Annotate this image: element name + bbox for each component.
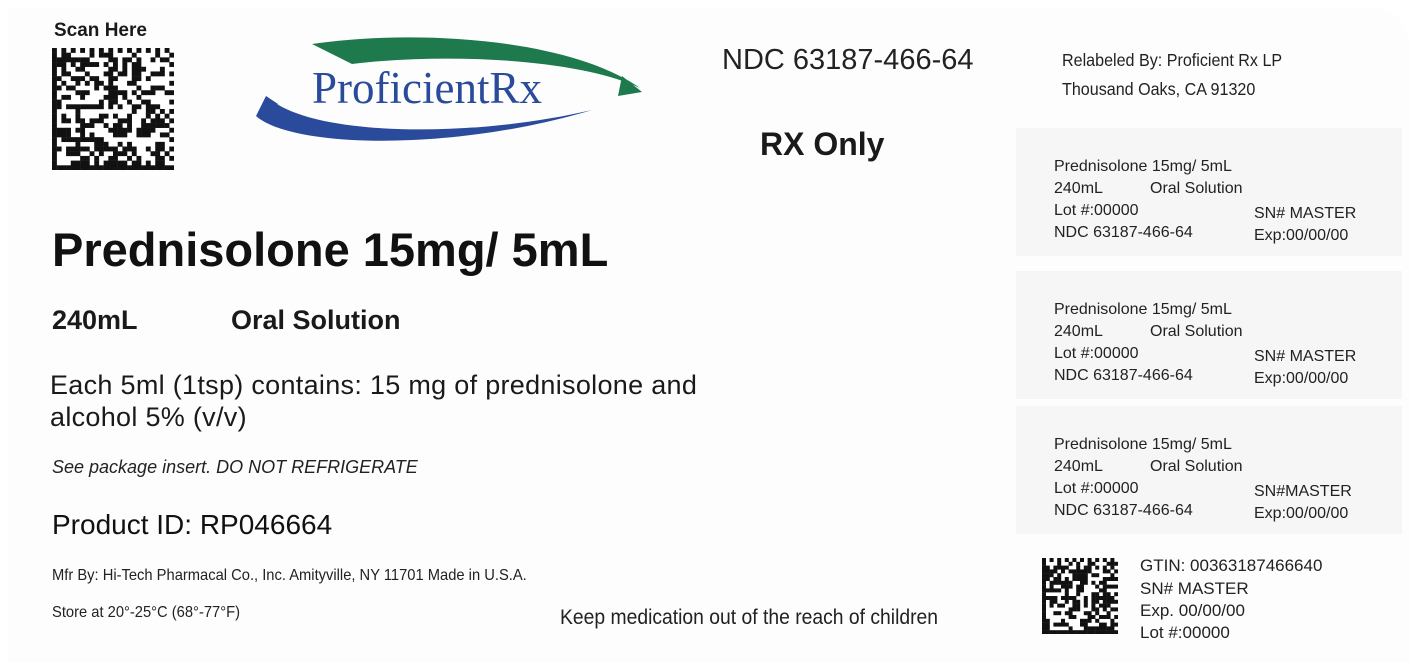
stub-2-name: Prednisolone 15mg/ 5mL [1054, 301, 1232, 318]
stub-1-volume: 240mL [1054, 180, 1103, 197]
relabeler-line-1: Relabeled By: Proficient Rx LP [1062, 50, 1283, 70]
stub-3-sn: SN#MASTER [1254, 483, 1352, 500]
scan-here-label: Scan Here [54, 20, 147, 41]
stub-2-form: Oral Solution [1150, 323, 1243, 340]
proficientrx-logo: ProficientRx [252, 30, 644, 148]
logo-text: ProficientRx [312, 63, 542, 113]
children-warning: Keep medication out of the reach of chil… [560, 606, 939, 629]
stub-2-volume: 240mL [1054, 323, 1103, 340]
stub-1: Prednisolone 15mg/ 5mL 240mL Oral Soluti… [1016, 128, 1402, 256]
product-form: Oral Solution [231, 305, 401, 335]
stub-1-form: Oral Solution [1150, 180, 1243, 197]
stub-3-form: Oral Solution [1150, 458, 1243, 475]
gtin: GTIN: 00363187466640 [1140, 556, 1323, 575]
contents-line-2: alcohol 5% (v/v) [50, 402, 247, 432]
insert-note: See package insert. DO NOT REFRIGERATE [52, 457, 418, 477]
ndc-number: NDC 63187-466-64 [722, 44, 974, 76]
stub-1-exp: Exp:00/00/00 [1254, 227, 1349, 244]
stub-2-ndc: NDC 63187-466-64 [1054, 367, 1193, 384]
serial-exp: Exp. 00/00/00 [1140, 601, 1245, 620]
stub-2: Prednisolone 15mg/ 5mL 240mL Oral Soluti… [1016, 271, 1402, 399]
rx-only: RX Only [760, 126, 885, 162]
product-volume: 240mL [52, 305, 138, 335]
manufacturer-info: Mfr By: Hi-Tech Pharmacal Co., Inc. Amit… [52, 567, 527, 584]
stub-2-lot: Lot #:00000 [1054, 345, 1139, 362]
contents-line-1: Each 5ml (1tsp) contains: 15 mg of predn… [50, 370, 698, 400]
product-id: Product ID: RP046664 [52, 509, 333, 540]
relabeler-line-2: Thousand Oaks, CA 91320 [1062, 79, 1256, 99]
stub-3-volume: 240mL [1054, 458, 1103, 475]
serial-number: SN# MASTER [1140, 579, 1249, 598]
stub-3-name: Prednisolone 15mg/ 5mL [1054, 436, 1232, 453]
stub-3: Prednisolone 15mg/ 5mL 240mL Oral Soluti… [1016, 406, 1402, 534]
datamatrix-code-icon [1042, 558, 1118, 634]
stub-1-sn: SN# MASTER [1254, 205, 1357, 222]
datamatrix-code-icon [52, 48, 174, 170]
stub-1-ndc: NDC 63187-466-64 [1054, 224, 1193, 241]
storage-info: Store at 20°-25°C (68°-77°F) [52, 604, 240, 621]
stub-3-ndc: NDC 63187-466-64 [1054, 502, 1193, 519]
product-name: Prednisolone 15mg/ 5mL [52, 223, 609, 276]
stub-2-exp: Exp:00/00/00 [1254, 370, 1349, 387]
stub-1-name: Prednisolone 15mg/ 5mL [1054, 158, 1232, 175]
serial-lot: Lot #:00000 [1140, 623, 1230, 642]
stub-2-sn: SN# MASTER [1254, 348, 1357, 365]
stub-3-lot: Lot #:00000 [1054, 480, 1139, 497]
stub-3-exp: Exp:00/00/00 [1254, 505, 1349, 522]
stub-1-lot: Lot #:00000 [1054, 202, 1139, 219]
